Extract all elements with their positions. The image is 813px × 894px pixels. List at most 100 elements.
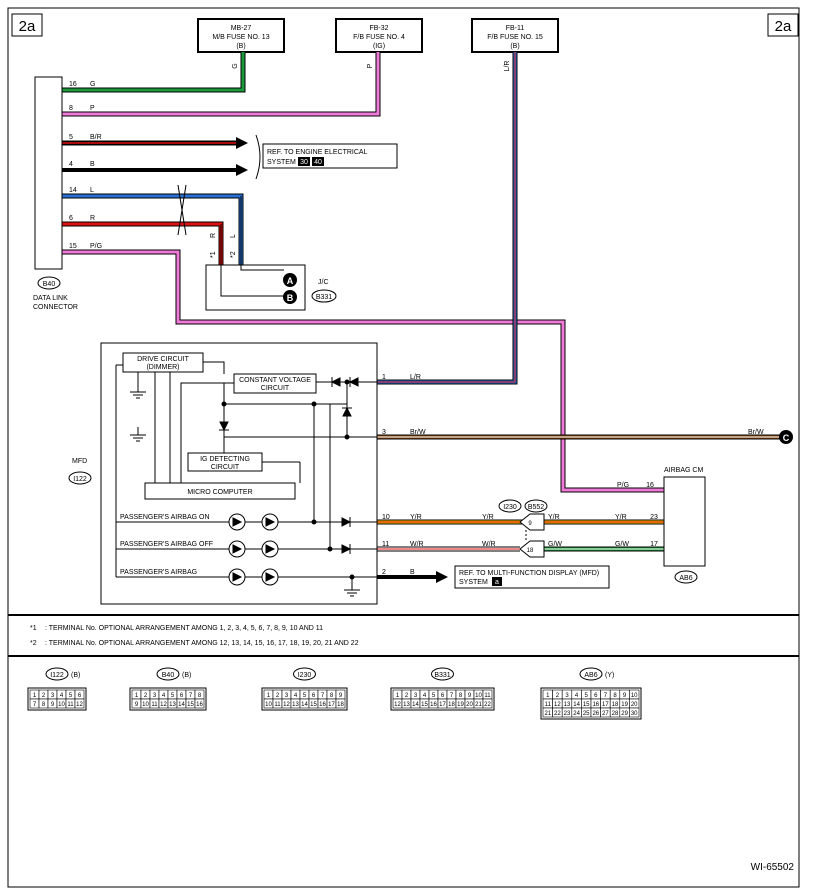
engine-ref-page1: 30 bbox=[300, 159, 308, 166]
diagram-frame bbox=[7, 7, 800, 888]
connector-pin: 10 bbox=[142, 702, 149, 708]
connector-pin: 10 bbox=[265, 702, 272, 708]
svg-text:F/B FUSE NO. 4: F/B FUSE NO. 4 bbox=[353, 34, 405, 41]
airbag-pin-23: 23 bbox=[650, 514, 658, 521]
connector-pin: 9 bbox=[135, 702, 139, 708]
svg-text:B/R: B/R bbox=[90, 134, 102, 141]
connector-pin: 14 bbox=[301, 702, 308, 708]
i230-connector bbox=[519, 513, 545, 558]
connector-pin: 8 bbox=[459, 693, 463, 699]
connector-pin: 4 bbox=[162, 693, 166, 699]
fuse-wire-p: P bbox=[367, 63, 374, 68]
connector-pin: 12 bbox=[554, 702, 561, 708]
connector-pin: 15 bbox=[583, 702, 590, 708]
i230-oval bbox=[498, 499, 522, 513]
mfd-box bbox=[100, 342, 378, 605]
connector-pin: 4 bbox=[575, 693, 579, 699]
svg-text:16: 16 bbox=[69, 81, 77, 88]
mfd-ref-tag-box bbox=[492, 577, 502, 586]
svg-text:B: B bbox=[410, 569, 415, 576]
connector-pin: 15 bbox=[421, 702, 428, 708]
connector-pin: 5 bbox=[303, 693, 307, 699]
connector-pin: 9 bbox=[623, 693, 627, 699]
connector-pin: 8 bbox=[613, 693, 617, 699]
connector-pin: 5 bbox=[585, 693, 589, 699]
connector-pin: 1 bbox=[546, 693, 550, 699]
connector-pin: 27 bbox=[602, 711, 609, 717]
page-tag-right-box bbox=[767, 13, 799, 37]
connector-pin: 13 bbox=[292, 702, 299, 708]
jc-star1: *1 bbox=[210, 251, 217, 258]
connector-pin: 4 bbox=[60, 693, 64, 699]
dlc-id: B40 bbox=[43, 281, 56, 288]
mid-wire-wr: W/R bbox=[482, 541, 496, 548]
svg-text:8: 8 bbox=[69, 105, 73, 112]
connector-pin: 8 bbox=[42, 702, 46, 708]
dlc-body bbox=[34, 76, 63, 270]
svg-text:G: G bbox=[90, 81, 95, 88]
connector-pin: 1 bbox=[267, 693, 271, 699]
connector-pin: 16 bbox=[196, 702, 203, 708]
airbag-label: AIRBAG CM bbox=[664, 467, 703, 474]
connector-id-oval bbox=[579, 667, 603, 681]
connector-pin: 9 bbox=[339, 693, 343, 699]
node-a: A bbox=[287, 276, 294, 286]
airbag-pin-16: 16 bbox=[646, 482, 654, 489]
connector-pin: 11 bbox=[545, 702, 552, 708]
airbag-pin-17: 17 bbox=[650, 541, 658, 548]
mfd-internal-labels: DRIVE CIRCUIT (DIMMER) CONSTANT VOLTAGE … bbox=[120, 356, 311, 576]
connector-pin: 16 bbox=[592, 702, 599, 708]
right-wire-gw-2: G/W bbox=[615, 541, 629, 548]
svg-text:5: 5 bbox=[69, 134, 73, 141]
connector-pin: 2 bbox=[556, 693, 560, 699]
connector-pin: 4 bbox=[294, 693, 298, 699]
page-tag-left: 2a bbox=[19, 18, 36, 35]
mfd-id: I122 bbox=[73, 476, 87, 483]
connector-pin: 13 bbox=[564, 702, 571, 708]
connector-pin: 8 bbox=[198, 693, 202, 699]
connector-pin: 2 bbox=[42, 693, 46, 699]
connector-pin: 5 bbox=[432, 693, 436, 699]
connector-pin: 19 bbox=[621, 702, 628, 708]
svg-text:L/R: L/R bbox=[410, 374, 421, 381]
svg-text:B: B bbox=[90, 161, 95, 168]
fuse-fb32: FB-32 F/B FUSE NO. 4 (IG) bbox=[335, 18, 423, 53]
i230-pin-9: 9 bbox=[528, 521, 532, 527]
connector-pin: 12 bbox=[283, 702, 290, 708]
connector-id: I122 bbox=[50, 672, 64, 679]
engine-ref-page2-box bbox=[312, 157, 324, 166]
i230-id: I230 bbox=[503, 504, 517, 511]
engine-ref-page1-box bbox=[298, 157, 310, 166]
connector-pin: 17 bbox=[439, 702, 446, 708]
wire-l bbox=[62, 193, 284, 273]
svg-text:R: R bbox=[90, 215, 95, 222]
svg-text:MICRO COMPUTER: MICRO COMPUTER bbox=[187, 489, 252, 496]
connector-id-oval bbox=[156, 667, 180, 681]
connector-pin: 15 bbox=[310, 702, 317, 708]
connector-id: I230 bbox=[298, 672, 312, 679]
connector-pin: 14 bbox=[178, 702, 185, 708]
connector-pin: 20 bbox=[466, 702, 473, 708]
engine-ref-bracket bbox=[255, 134, 261, 180]
mfd-id-oval bbox=[68, 471, 92, 485]
svg-text:11: 11 bbox=[382, 541, 389, 548]
connector-id-oval bbox=[45, 667, 69, 681]
engine-ref-box bbox=[262, 143, 398, 169]
connector-pin: 7 bbox=[321, 693, 325, 699]
dlc-name-2: CONNECTOR bbox=[33, 304, 78, 311]
note-1-mark: *1 bbox=[30, 625, 37, 632]
svg-text:Br/W: Br/W bbox=[410, 429, 426, 436]
connector-pin: 26 bbox=[592, 711, 599, 717]
connector-pin: 2 bbox=[144, 693, 148, 699]
connector-pin: 3 bbox=[414, 693, 418, 699]
mfd-internal bbox=[115, 352, 377, 597]
jc-id-oval bbox=[311, 289, 337, 303]
connector-pin: 19 bbox=[457, 702, 464, 708]
connector-pin: 17 bbox=[328, 702, 335, 708]
connector-pin: 17 bbox=[602, 702, 609, 708]
dlc-name-1: DATA LINK bbox=[33, 295, 68, 302]
connector-pin: 16 bbox=[430, 702, 437, 708]
